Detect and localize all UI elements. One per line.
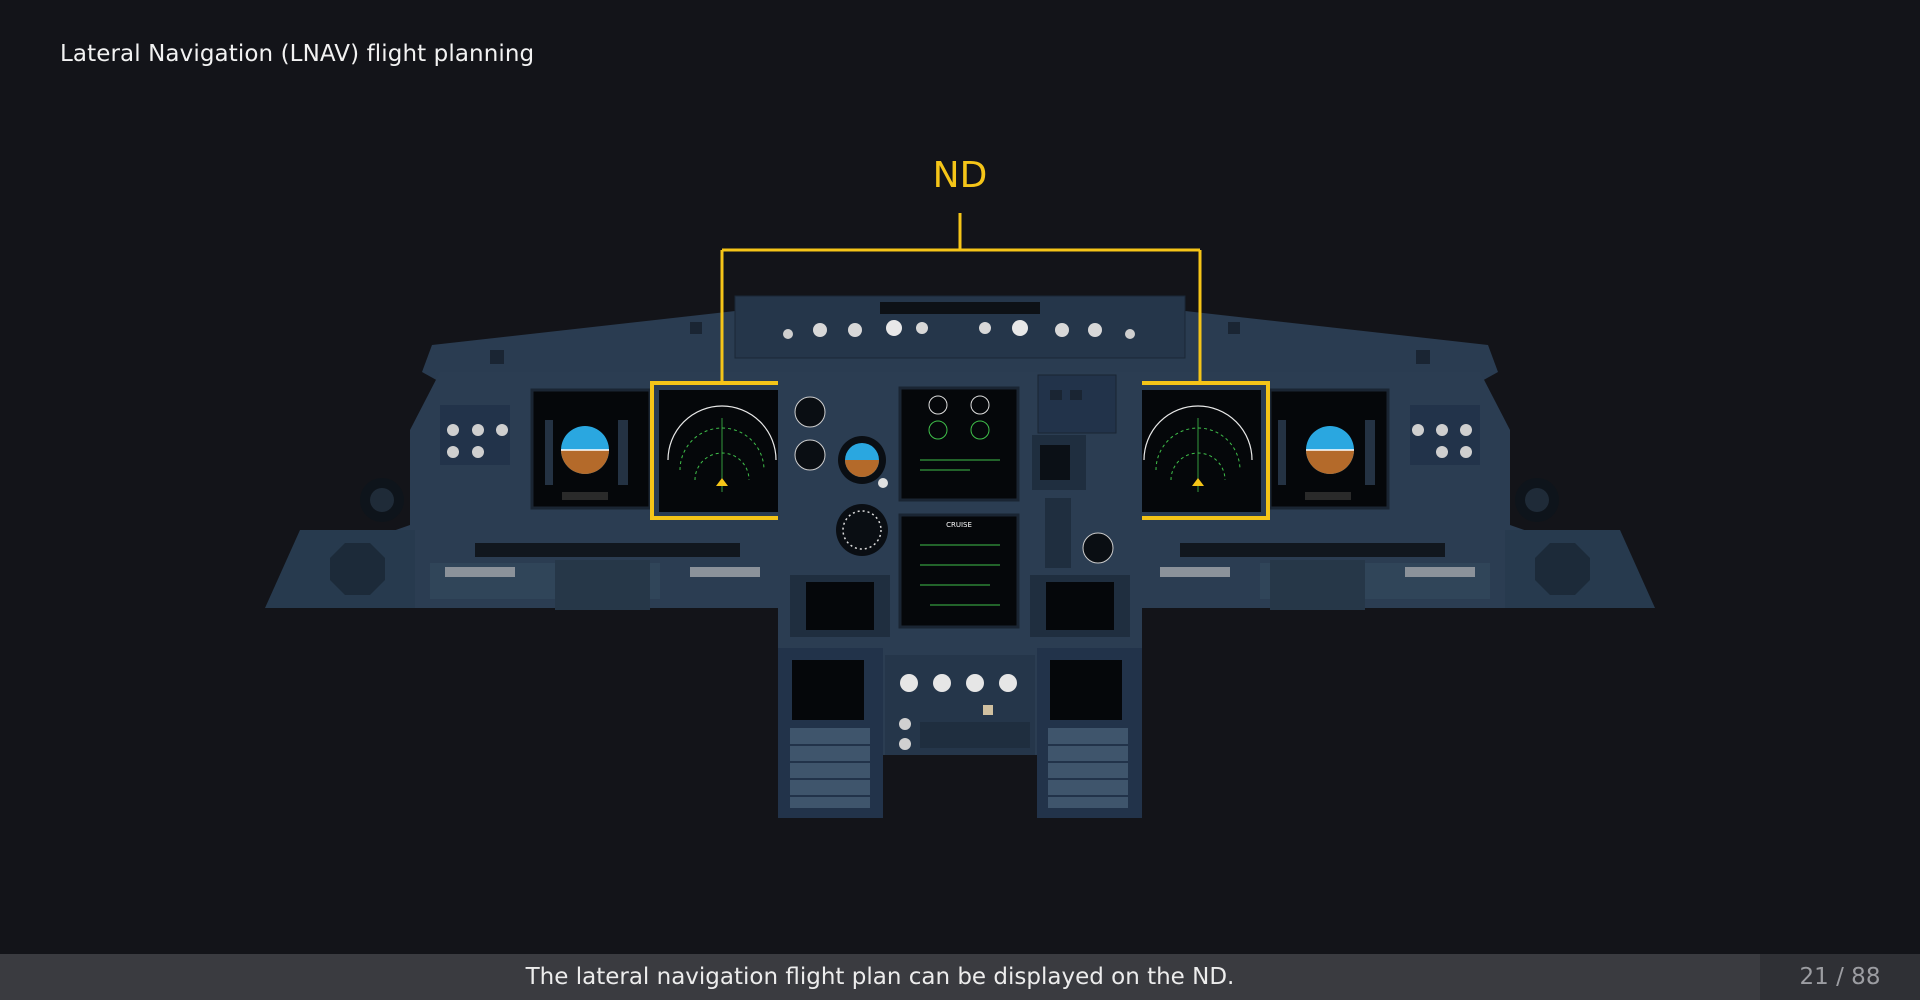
slide-title: Lateral Navigation (LNAV) flight plannin…: [60, 41, 535, 67]
page-counter-box: 21 / 88: [1760, 954, 1920, 1000]
page-counter: 21 / 88: [1799, 964, 1881, 990]
upper-ecam-screen: [898, 386, 1020, 502]
slide-caption: The lateral navigation flight plan can b…: [525, 964, 1235, 990]
lower-ecam-screen: [898, 513, 1020, 629]
cockpit-illustration: CRUISE: [265, 213, 1655, 818]
nd-callout-text: ND: [932, 155, 988, 196]
ecam-mode-label: CRUISE: [946, 521, 972, 529]
nd-callout-label: ND: [0, 155, 1920, 196]
caption-bar: The lateral navigation flight plan can b…: [0, 954, 1920, 1000]
